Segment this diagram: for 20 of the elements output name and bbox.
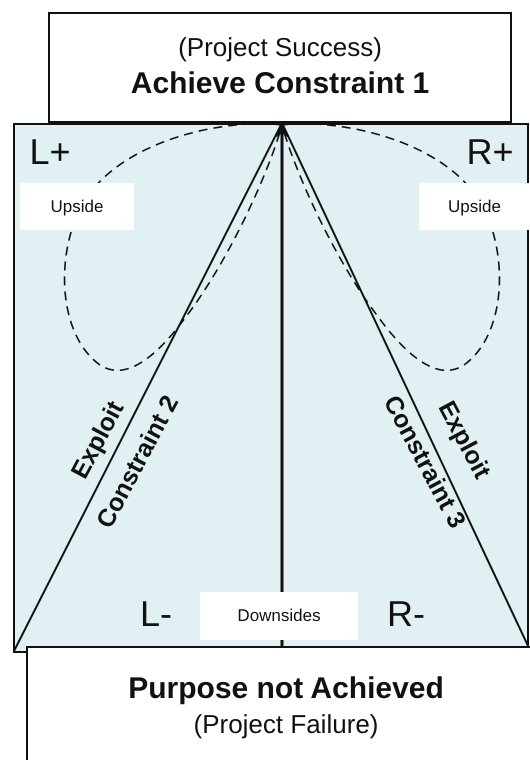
quadrant-label: L-	[140, 596, 172, 632]
connector-line	[281, 122, 530, 648]
outcome-box	[26, 646, 530, 760]
quadrant-label: R-	[387, 596, 425, 632]
connector-line	[280, 640, 284, 646]
label-box	[20, 183, 134, 230]
label-text: Upside	[448, 196, 501, 216]
label-text: Upside	[50, 196, 104, 216]
label-text: Downsides	[237, 606, 321, 626]
outcome-box	[48, 12, 512, 123]
label-box	[200, 592, 358, 640]
outcome-subtitle: (Project Failure)	[194, 710, 378, 740]
outcome-heading: Purpose not Achieved	[128, 672, 444, 706]
quadrant-label: L+	[29, 134, 71, 170]
outcome-heading: Achieve Constraint 1	[130, 67, 430, 102]
outcome-subtitle: (Project Success)	[178, 33, 382, 64]
connector-line	[13, 122, 283, 652]
quadrant-label: R+	[466, 134, 514, 170]
panel-background	[13, 123, 529, 653]
label-box	[419, 183, 530, 230]
